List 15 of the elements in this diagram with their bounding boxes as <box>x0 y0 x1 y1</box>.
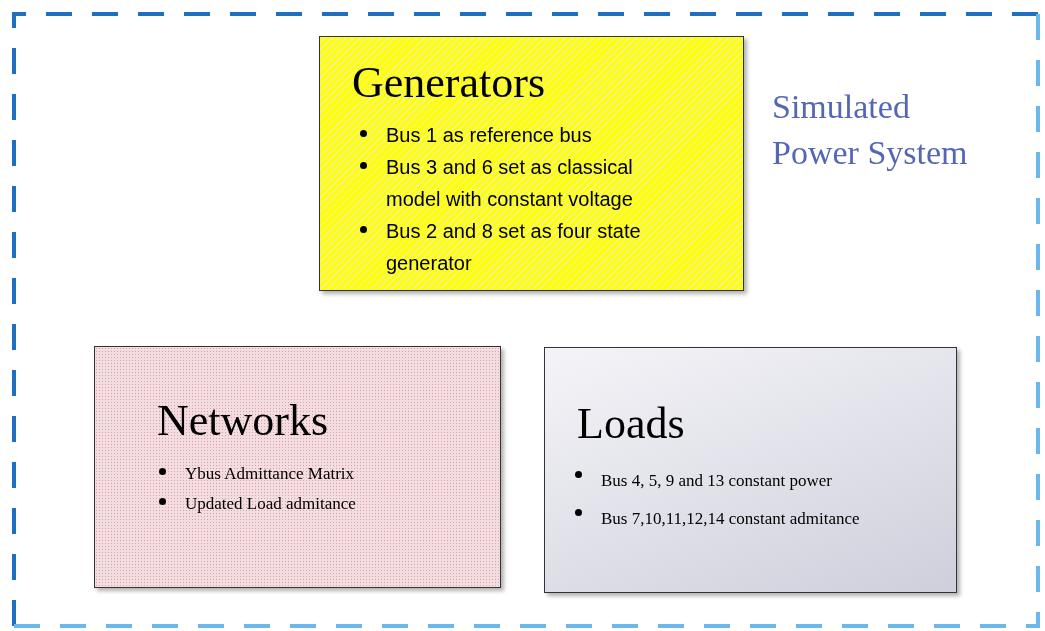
bullet-item: Ybus Admittance Matrix <box>149 459 489 489</box>
bullet-item: Bus 4, 5, 9 and 13 constant power <box>565 462 955 500</box>
bullet-item: Bus 3 and 6 set as classical model with constant voltage <box>350 151 686 215</box>
component-box <box>544 347 957 593</box>
component-box <box>94 346 501 588</box>
component-box <box>319 36 744 291</box>
box-heading: Networks <box>157 397 329 446</box>
bullet-item: Bus 2 and 8 set as four state generator <box>350 215 686 279</box>
bullet-item: Bus 1 as reference bus <box>350 119 686 151</box>
dashed-frame <box>12 12 1040 628</box>
frame-label: Simulated Power System <box>772 87 969 173</box>
box-heading: Loads <box>577 400 685 449</box>
box-heading: Generators <box>352 59 545 108</box>
bullet-item: Bus 7,10,11,12,14 constant admitance <box>565 500 955 538</box>
bullet-item: Updated Load admitance <box>149 489 489 519</box>
